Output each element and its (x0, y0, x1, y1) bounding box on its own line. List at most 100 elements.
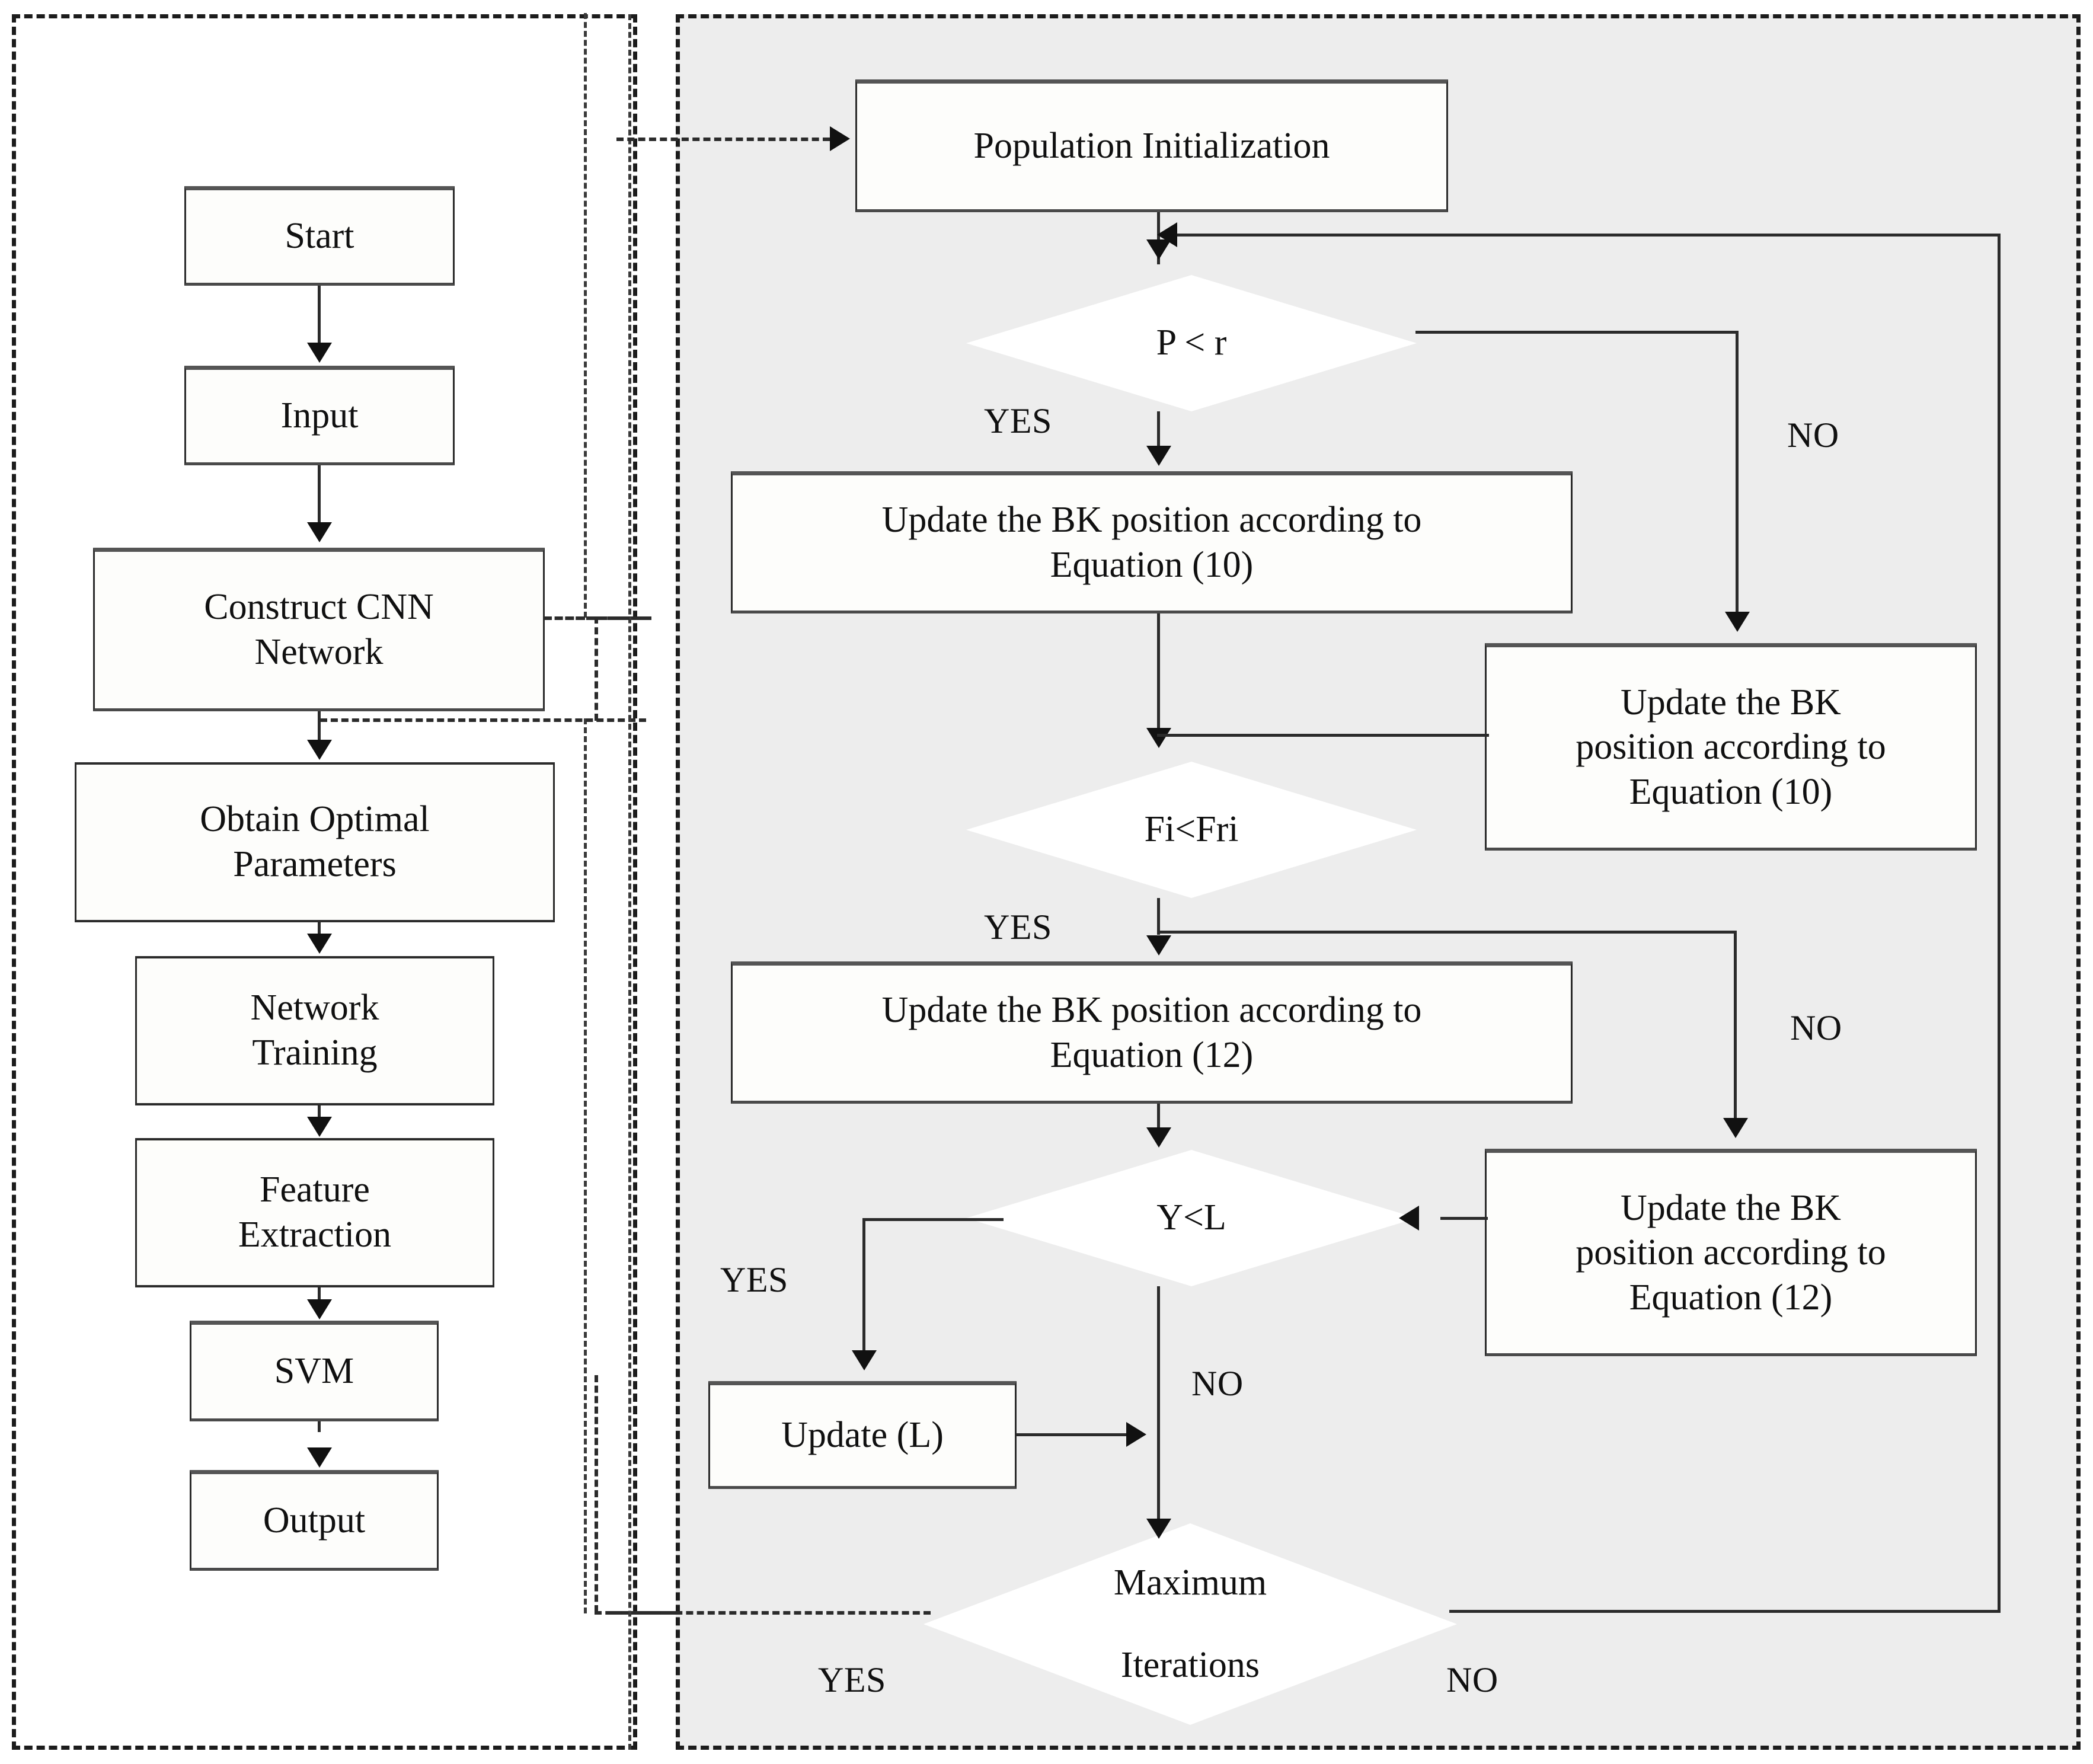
node-construct-line2: Network (254, 632, 384, 672)
left-panel-inner-border-lower (584, 718, 638, 1613)
node-training-line2: Training (252, 1033, 378, 1073)
edge-fi-yes-down (1157, 898, 1160, 935)
node-update-eq12-no-line2: position according to (1576, 1232, 1886, 1273)
arrowhead-feature-svm (307, 1299, 332, 1319)
edge-feature-to-svm (318, 1287, 321, 1302)
node-obtain-optimal-parameters[interactable]: Obtain Optimal Parameters (75, 762, 555, 922)
decision-fi-lt-fri-label: Fi<Fri (1144, 809, 1239, 850)
node-output-label: Output (263, 1500, 366, 1541)
node-training-line1: Network (250, 988, 379, 1028)
arrowhead-loop-return (1157, 222, 1177, 247)
edge-obtain-to-training (318, 922, 321, 935)
node-update-eq12-yes[interactable]: Update the BK position according to Equa… (731, 961, 1573, 1104)
arrowhead-construct-obtain (307, 740, 332, 760)
node-training-label: Network Training (251, 986, 379, 1075)
arrowhead-eq12no-y (1399, 1206, 1419, 1231)
inner-frame-dash-c (595, 616, 598, 721)
edge-p-no-vertical (1736, 331, 1739, 614)
label-fi-yes: YES (984, 907, 1052, 947)
edge-svm-to-output (318, 1421, 321, 1432)
node-feature-line1: Feature (260, 1169, 370, 1210)
node-update-eq12-no-line1: Update the BK (1621, 1187, 1841, 1228)
node-construct-line1: Construct CNN (204, 587, 434, 628)
arrowhead-eq12yes-y (1146, 1127, 1171, 1148)
dashed-entry-to-pop-init (616, 138, 830, 141)
node-start[interactable]: Start (184, 186, 455, 286)
arrowhead-y-yes (852, 1350, 877, 1370)
decision-y-lt-l-label: Y<L (1156, 1197, 1226, 1238)
decision-max-iter-line1: Maximum (1113, 1562, 1267, 1603)
inner-frame-dash-left-lower (595, 1375, 598, 1612)
node-update-eq12-no-line3: Equation (12) (1629, 1277, 1833, 1318)
node-update-eq12-no[interactable]: Update the BK position according to Equa… (1485, 1149, 1977, 1356)
edge-updatel-to-spine (1015, 1433, 1128, 1436)
node-feature-line2: Extraction (238, 1215, 392, 1255)
edge-start-to-input (318, 286, 321, 345)
edge-eq12no-to-y (1440, 1217, 1488, 1220)
node-update-eq12-yes-line2: Equation (12) (1050, 1035, 1254, 1075)
arrowhead-updatel-spine (1126, 1422, 1146, 1447)
arrowhead-eq10yes-fi (1146, 728, 1171, 748)
arrowhead-input-construct (307, 522, 332, 542)
node-update-eq12-no-label: Update the BK position according to Equa… (1576, 1186, 1886, 1321)
arrowhead-start-input (307, 343, 332, 363)
node-network-training[interactable]: Network Training (135, 956, 494, 1105)
node-update-eq10-no-line3: Equation (10) (1629, 771, 1833, 812)
edge-eq10yes-to-fi (1157, 613, 1160, 738)
node-pop-init-label: Population Initialization (973, 126, 1330, 167)
node-update-eq12-yes-label: Update the BK position according to Equa… (882, 988, 1422, 1078)
node-update-eq10-no-line2: position according to (1576, 727, 1886, 768)
edge-fi-no-horizontal (1157, 931, 1737, 934)
edge-y-yes-horizontal (862, 1218, 1004, 1221)
node-update-l[interactable]: Update (L) (708, 1381, 1017, 1489)
edge-training-to-feature (318, 1105, 321, 1119)
edge-y-yes-vertical (862, 1218, 865, 1353)
node-update-eq10-no-line1: Update the BK (1621, 682, 1841, 723)
inner-frame-dash-b (320, 718, 646, 722)
node-update-eq10-no-label: Update the BK position according to Equa… (1576, 680, 1886, 815)
edge-fi-no-vertical (1734, 931, 1737, 1120)
node-svm[interactable]: SVM (190, 1321, 439, 1421)
node-update-eq10-yes[interactable]: Update the BK position according to Equa… (731, 471, 1573, 613)
arrowhead-p-no (1725, 612, 1750, 632)
node-update-eq10-no[interactable]: Update the BK position according to Equa… (1485, 643, 1977, 851)
arrowhead-fi-no (1723, 1118, 1748, 1138)
edge-p-no-horizontal (1415, 331, 1739, 334)
edge-y-no-down (1157, 1286, 1160, 1535)
edge-input-to-construct (318, 465, 321, 525)
node-population-initialization[interactable]: Population Initialization (855, 79, 1448, 212)
decision-max-iter-line2: Iterations (1120, 1644, 1260, 1685)
node-obtain-line1: Obtain Optimal (200, 799, 430, 840)
node-update-eq10-yes-line2: Equation (10) (1050, 545, 1254, 585)
node-svm-label: SVM (274, 1351, 354, 1392)
label-p-yes: YES (984, 401, 1052, 440)
edge-max-no-horizontal (1451, 1610, 1999, 1613)
arrowhead-p-yes (1146, 446, 1171, 466)
node-input[interactable]: Input (184, 366, 455, 465)
label-y-yes: YES (720, 1260, 788, 1299)
label-max-yes: YES (818, 1660, 886, 1699)
node-start-label: Start (285, 216, 354, 257)
node-output[interactable]: Output (190, 1470, 439, 1571)
label-max-no: NO (1446, 1660, 1498, 1699)
loop-return-top-horizontal (1157, 234, 1999, 237)
arrowhead-fi-yes (1146, 935, 1171, 956)
right-panel-outer-border (676, 14, 2081, 1750)
dashed-link-construct-to-right (545, 616, 651, 620)
edge-eq12yes-to-y (1157, 1104, 1160, 1132)
decision-p-lt-r-label: P < r (1156, 322, 1227, 363)
node-obtain-line2: Parameters (233, 844, 397, 884)
node-update-eq10-yes-line1: Update the BK position according to (881, 500, 1422, 541)
edge-max-yes-dashed (611, 1611, 931, 1615)
arrowhead-y-no (1146, 1519, 1171, 1539)
node-construct-cnn-network[interactable]: Construct CNN Network (93, 548, 545, 711)
node-feature-label: Feature Extraction (238, 1168, 391, 1257)
node-feature-extraction[interactable]: Feature Extraction (135, 1138, 494, 1287)
label-fi-no: NO (1790, 1008, 1842, 1047)
edge-eq10no-to-fi (1157, 734, 1489, 737)
node-update-l-label: Update (L) (781, 1415, 944, 1456)
label-p-no: NO (1787, 416, 1839, 455)
arrowhead-entry-pop-init (830, 126, 850, 151)
label-y-no: NO (1191, 1364, 1244, 1403)
arrowhead-training-feature (307, 1117, 332, 1137)
